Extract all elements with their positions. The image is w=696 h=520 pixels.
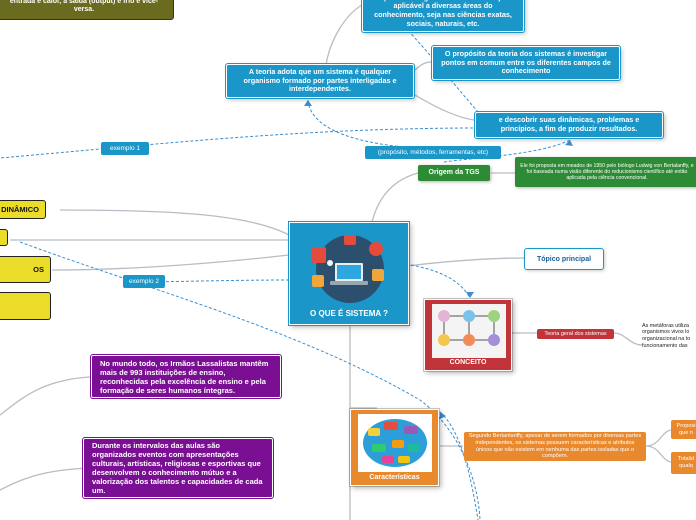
characteristics-card[interactable]: Características [350, 409, 439, 486]
metaphors-text-node[interactable]: As metáforas utiliza organismos vivos lo… [642, 322, 696, 350]
bertalanffy-node[interactable]: Segundo Bertanlanffy, apesar de serem fo… [464, 432, 646, 461]
characteristics-illustration-icon [358, 414, 432, 472]
concept-illustration-icon [432, 304, 506, 358]
lassalistas-box[interactable]: No mundo todo, os Irmãos Lassalistas man… [91, 355, 281, 398]
dynamic-box[interactable]: DINÂMICO [0, 200, 46, 219]
bertalanffy-text: Segundo Bertanlanffy, apesar de serem fo… [468, 433, 642, 460]
purpose-text: O propósito da teoria dos sistemas é inv… [441, 49, 611, 76]
main-topic-node[interactable]: Tópico principal [524, 248, 604, 270]
system-definition-text: A teoria adota que um sistema é qualquer… [243, 67, 397, 94]
proposition-node[interactable]: Proposi que n [671, 420, 696, 439]
origin-tgs-node[interactable]: Origem da TGS [418, 165, 490, 181]
yellow-os-box[interactable]: OS [0, 256, 51, 283]
metaphors-text: As metáforas utiliza organismos vivos lo… [642, 322, 691, 349]
main-topic-label: Tópico principal [536, 255, 592, 263]
example-2-tag[interactable]: exemplo 2 [123, 275, 165, 288]
origin-description-text: Ele foi proposta em meados de 1950 pelo … [520, 162, 694, 182]
central-topic[interactable]: O QUE É SISTEMA ? [289, 222, 409, 325]
output-example-text: entrada é calor, a saída (output) é frio… [9, 0, 159, 13]
origin-description-node[interactable]: Ele foi proposta em meados de 1950 pelo … [515, 157, 696, 187]
characteristics-caption: Características [369, 474, 420, 481]
system-definition-box[interactable]: A teoria adota que um sistema é qualquer… [226, 64, 414, 98]
concept-caption: CONCEITO [449, 359, 487, 366]
example-1-label: exemplo 1 [110, 144, 140, 152]
applicability-box[interactable]: que a teoria geral dos sistemas seja apl… [362, 0, 524, 32]
purpose-methods-box[interactable]: (propósito, métodos, ferramentas, etc) [365, 146, 501, 159]
dynamic-label: DINÂMICO [1, 205, 39, 214]
output-example-box[interactable]: entrada é calor, a saída (output) é frio… [0, 0, 174, 20]
yellow-empty-box[interactable] [0, 292, 51, 320]
purpose-box[interactable]: O propósito da teoria dos sistemas é inv… [432, 46, 620, 80]
totality-node[interactable]: Totalid qualq [671, 452, 696, 474]
intervals-text: Durante os intervalos das aulas são orga… [92, 441, 263, 495]
totality-text: Totalid qualq [677, 456, 695, 469]
central-title: O QUE É SISTEMA ? [310, 309, 388, 318]
concept-card[interactable]: CONCEITO [424, 299, 512, 371]
purpose-methods-text: (propósito, métodos, ferramentas, etc) [377, 148, 489, 156]
lassalistas-text: No mundo todo, os Irmãos Lassalistas man… [100, 358, 269, 395]
general-theory-node[interactable]: Teoria geral dos sistemas [537, 329, 614, 339]
origin-tgs-label: Origem da TGS [428, 168, 480, 176]
example-1-tag[interactable]: exemplo 1 [101, 142, 149, 155]
discover-dynamics-box[interactable]: e descobrir suas dinâmicas, problemas e … [475, 112, 663, 138]
proposition-text: Proposi que n [676, 422, 696, 436]
example-2-label: exemplo 2 [129, 277, 159, 285]
general-theory-label: Teoria geral dos sistemas [544, 330, 607, 337]
yellow-small-box[interactable] [0, 229, 8, 246]
system-illustration-icon [312, 235, 384, 303]
discover-dynamics-text: e descobrir suas dinâmicas, problemas e … [498, 115, 640, 133]
yellow-os-label: OS [33, 265, 44, 274]
intervals-box[interactable]: Durante os intervalos das aulas são orga… [83, 438, 273, 498]
applicability-text: que a teoria geral dos sistemas seja apl… [374, 0, 512, 28]
